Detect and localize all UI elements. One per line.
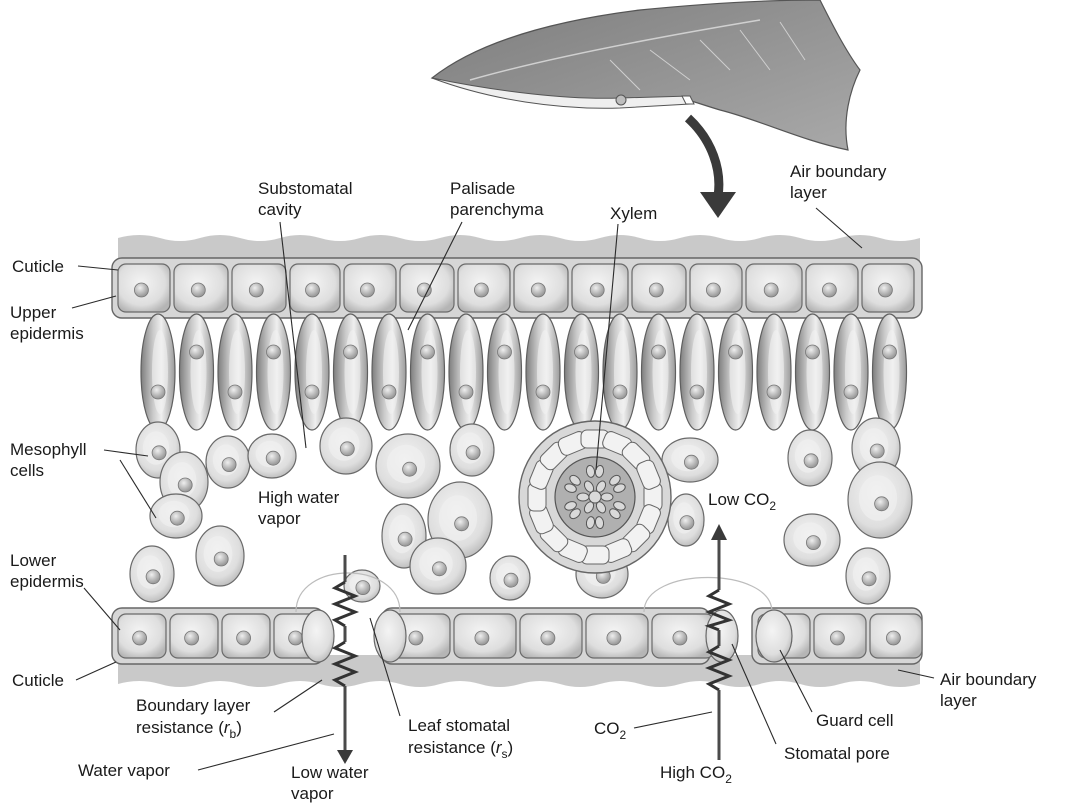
palisade-cell	[411, 314, 445, 430]
palisade-cell	[372, 314, 406, 430]
epidermal-cell	[170, 614, 218, 658]
label-guard-cell: Guard cell	[816, 711, 893, 730]
water-vapor-arrowhead	[337, 750, 353, 764]
epidermal-cell	[632, 264, 686, 312]
label-xylem: Xylem	[610, 204, 657, 223]
palisade-cell	[257, 314, 291, 430]
palisade-cell	[449, 314, 483, 430]
palisade-cell	[834, 314, 868, 430]
palisade-cell	[680, 314, 714, 430]
mesophyll-cell	[248, 434, 296, 478]
palisade-cell	[719, 314, 753, 430]
epidermal-cell	[746, 264, 802, 312]
palisade-cell	[642, 314, 676, 430]
epidermal-cell	[290, 264, 340, 312]
substomatal-cavity-right	[644, 578, 772, 613]
palisade-cell	[295, 314, 329, 430]
palisade-cell	[873, 314, 907, 430]
mesophyll-cell	[668, 494, 704, 546]
mesophyll-cell	[490, 556, 530, 600]
mesophyll-cell	[784, 514, 840, 566]
epidermal-cell	[690, 264, 742, 312]
upper-epidermis-cells	[118, 264, 914, 312]
epidermal-cell	[174, 264, 228, 312]
epidermal-cell	[514, 264, 568, 312]
palisade-cell	[488, 314, 522, 430]
label-low-co2: Low CO2	[708, 490, 776, 513]
epidermal-cell	[586, 614, 648, 658]
palisade-cell	[218, 314, 252, 430]
epidermal-cell	[118, 264, 170, 312]
mesophyll-cell	[450, 424, 494, 476]
epidermal-cell	[118, 614, 166, 658]
mesophyll-cell	[206, 436, 250, 488]
epidermal-cell	[870, 614, 922, 658]
epidermal-cell	[344, 264, 396, 312]
mesophyll-cell	[130, 546, 174, 602]
xylem-vascular-bundle	[519, 421, 671, 573]
palisade-parenchyma-cells	[141, 314, 907, 430]
label-high-co2: High CO2	[660, 763, 732, 786]
epidermal-cell	[454, 614, 516, 658]
label-stomatal-pore: Stomatal pore	[784, 744, 890, 763]
mesophyll-cell	[196, 526, 244, 586]
epidermal-cell	[862, 264, 914, 312]
epidermal-cell	[806, 264, 858, 312]
mesophyll-cell	[410, 538, 466, 594]
mesophyll-cell	[150, 494, 202, 538]
label-cuticle-bottom: Cuticle	[12, 671, 64, 690]
epidermal-cell	[572, 264, 628, 312]
epidermal-cell	[814, 614, 866, 658]
mesophyll-cell	[846, 548, 890, 604]
mesophyll-cell	[662, 438, 718, 482]
epidermal-cell	[222, 614, 270, 658]
palisade-cell	[141, 314, 175, 430]
palisade-cell	[180, 314, 214, 430]
mesophyll-cell	[376, 434, 440, 498]
palisade-cell	[757, 314, 791, 430]
co2-arrowhead	[711, 524, 727, 540]
palisade-cell	[565, 314, 599, 430]
epidermal-cell	[520, 614, 582, 658]
epidermal-cell	[458, 264, 510, 312]
epidermal-cell	[652, 614, 714, 658]
label-co2: CO2	[594, 719, 627, 742]
palisade-cell	[526, 314, 560, 430]
palisade-cell	[334, 314, 368, 430]
mesophyll-cell	[788, 430, 832, 486]
zoom-arrow	[688, 118, 736, 218]
mesophyll-cell	[320, 418, 372, 474]
lower-epidermis-cells	[118, 614, 922, 658]
leaf-illustration	[432, 0, 860, 150]
epidermal-cell	[400, 264, 454, 312]
palisade-cell	[796, 314, 830, 430]
epidermal-cell	[232, 264, 286, 312]
mesophyll-cell	[848, 462, 912, 538]
label-cuticle-top: Cuticle	[12, 257, 64, 276]
label-water-vapor: Water vapor	[78, 761, 170, 780]
